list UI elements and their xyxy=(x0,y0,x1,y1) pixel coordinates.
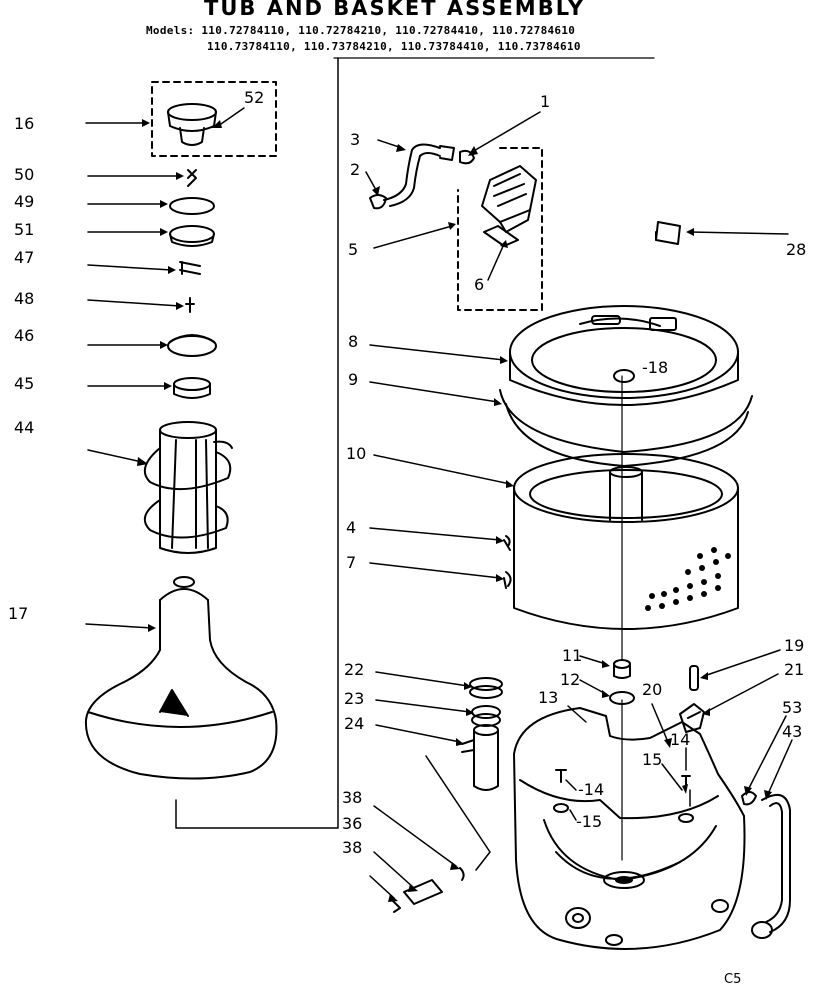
callout-49: 49 xyxy=(14,192,35,211)
part-36-sleeve xyxy=(403,879,443,905)
callout-9: 9 xyxy=(348,370,359,389)
part-38-clip-a xyxy=(459,867,465,881)
part-45-bushing xyxy=(173,377,211,399)
callout-16: 16 xyxy=(14,114,35,133)
callout-19: 19 xyxy=(784,636,805,655)
callout-43: 43 xyxy=(782,722,803,741)
callout-23: 23 xyxy=(344,689,365,708)
part-46-dome xyxy=(167,334,217,357)
diagram-title: TUB AND BASKET ASSEMBLY xyxy=(204,0,586,20)
part-17-agitator xyxy=(84,576,278,780)
callout-38-bottom: 38 xyxy=(342,838,363,857)
cap-group-box xyxy=(151,81,277,157)
part-28-block xyxy=(655,221,681,245)
callout-51: 51 xyxy=(14,220,35,239)
part-49-disc xyxy=(169,197,215,215)
part-6-bracket xyxy=(483,225,519,247)
callout-44: 44 xyxy=(14,418,35,437)
part-7-clip xyxy=(503,571,512,589)
callout-47: 47 xyxy=(14,248,35,267)
callout-18: -18 xyxy=(642,358,669,377)
callout-12: 12 xyxy=(560,670,581,689)
leader-lines xyxy=(85,107,793,899)
callout-7: 7 xyxy=(346,553,357,572)
part-48-pin xyxy=(185,297,195,313)
callout-14-right: 14 xyxy=(670,730,691,749)
part-53-clamp xyxy=(741,791,757,806)
callout-11: 11 xyxy=(562,646,583,665)
callout-20: 20 xyxy=(642,680,663,699)
part-15-washers xyxy=(553,803,694,823)
callout-36: 36 xyxy=(342,814,363,833)
callout-15-right: 15 xyxy=(642,750,663,769)
part-11-nut xyxy=(613,659,631,679)
callout-38-top: 38 xyxy=(342,788,363,807)
callout-4: 4 xyxy=(346,518,357,537)
callout-52: 52 xyxy=(244,88,265,107)
model-numbers-line-2: 110.73784110, 110.73784210, 110.73784410… xyxy=(207,40,581,53)
part-13-outer-tub xyxy=(513,707,746,950)
callout-53: 53 xyxy=(782,698,803,717)
callout-15-left: -15 xyxy=(576,812,603,831)
basket-perforations xyxy=(645,547,731,611)
part-24-tube xyxy=(461,724,499,791)
part-43-hose xyxy=(751,793,791,939)
part-4-clip xyxy=(503,535,511,551)
part-47-spring xyxy=(179,261,201,275)
callout-3: 3 xyxy=(350,130,361,149)
part-5-switch xyxy=(481,165,537,233)
part-23-ring xyxy=(471,705,501,727)
part-3-hose xyxy=(383,143,455,207)
switch-group-box xyxy=(457,147,543,311)
callout-48: 48 xyxy=(14,289,35,308)
callout-10: 10 xyxy=(346,444,367,463)
part-14-screws xyxy=(555,769,691,789)
callout-46: 46 xyxy=(14,326,35,345)
callout-50: 50 xyxy=(14,165,35,184)
callout-14-left: -14 xyxy=(578,780,605,799)
part-10-basket xyxy=(513,453,739,630)
callout-28: 28 xyxy=(786,240,807,259)
part-19-pin xyxy=(689,665,699,691)
part-50-clip xyxy=(187,169,197,187)
callout-1: 1 xyxy=(540,92,551,111)
callout-13: 13 xyxy=(538,688,559,707)
part-2-clamp xyxy=(369,194,387,210)
assembly-guide-line xyxy=(175,57,339,829)
part-36-guide-line xyxy=(425,755,491,871)
part-21-bracket xyxy=(679,703,705,733)
part-9-gasket xyxy=(499,389,753,467)
callout-6: 6 xyxy=(474,275,485,294)
part-1-fitting xyxy=(459,149,475,165)
callout-17: 17 xyxy=(8,604,29,623)
part-38-clip-b xyxy=(391,899,401,913)
leader-arrowheads xyxy=(137,119,772,902)
part-22-spring xyxy=(469,677,503,699)
callout-21: 21 xyxy=(784,660,805,679)
image-code: C5 xyxy=(724,972,742,987)
callout-22: 22 xyxy=(344,660,365,679)
callout-8: 8 xyxy=(348,332,359,351)
callout-24: 24 xyxy=(344,714,365,733)
part-51-ring xyxy=(169,225,215,247)
part-8-tub-ring xyxy=(509,305,739,406)
part-44-auger xyxy=(143,421,233,554)
model-numbers-line-1: Models: 110.72784110, 110.72784210, 110.… xyxy=(146,24,576,37)
callout-5: 5 xyxy=(348,240,359,259)
callout-2: 2 xyxy=(350,160,361,179)
part-52-cap xyxy=(167,103,217,146)
callout-45: 45 xyxy=(14,374,35,393)
